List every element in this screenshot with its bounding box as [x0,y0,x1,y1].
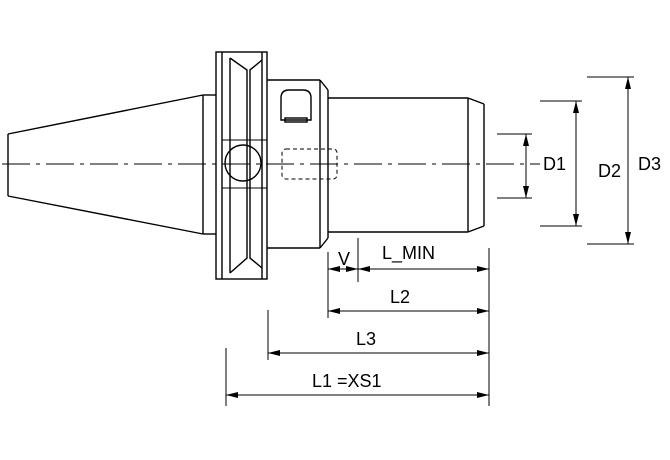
dimension-l2 [328,308,489,314]
dimension-d3 [587,76,634,245]
hidden-bore [281,148,338,180]
label-d1: D1 [543,154,566,174]
set-screw-pocket [280,89,312,123]
label-v: V [338,249,350,269]
label-l2: L2 [390,287,410,307]
label-d2: D2 [598,161,621,181]
shank [328,97,485,233]
dimension-v [328,266,358,272]
label-l3: L3 [356,329,376,349]
label-l-min: L_MIN [382,243,435,264]
dimension-l1 [226,392,489,398]
dimension-d2 [540,100,582,227]
label-d3: D3 [638,154,661,174]
taper-cone [7,94,216,235]
collar-body [267,79,329,249]
drive-slot-circle [224,144,262,182]
label-l1: L1 =XS1 [312,371,382,391]
dimension-l3 [268,350,489,356]
flange [215,51,268,280]
extension-lines [225,238,490,406]
dimension-l-min [358,266,489,272]
dimension-d1 [497,133,532,199]
